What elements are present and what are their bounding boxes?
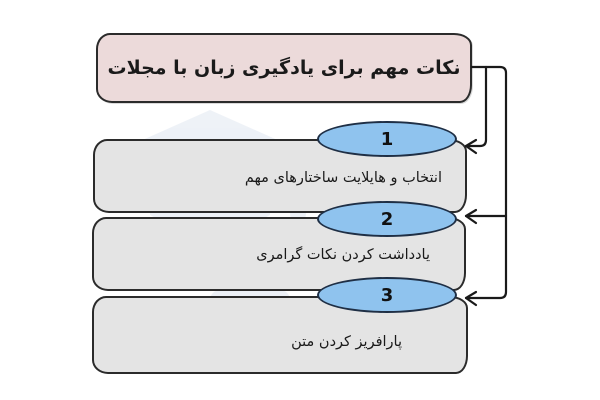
step-1-text: انتخاب و هایلایت ساختارهای مهم (244, 170, 442, 186)
step-2-number-badge: 2 (317, 201, 457, 237)
bracket-line-inner (464, 65, 488, 148)
diagram-title: نکات مهم برای یادگیری زبان با مجلات (107, 57, 461, 79)
step-1-number-badge: 1 (317, 121, 457, 157)
arrowhead-1 (464, 138, 478, 155)
step-3-number-badge: 3 (317, 277, 457, 313)
arrowhead-2 (464, 208, 478, 225)
step-2-text: یادداشت کردن نکات گرامری (256, 247, 430, 263)
bracket-line-outer (464, 65, 508, 300)
step-3-text: پارافریز کردن متن (291, 334, 402, 350)
arrowhead-3 (464, 290, 478, 307)
title-box (96, 33, 472, 103)
